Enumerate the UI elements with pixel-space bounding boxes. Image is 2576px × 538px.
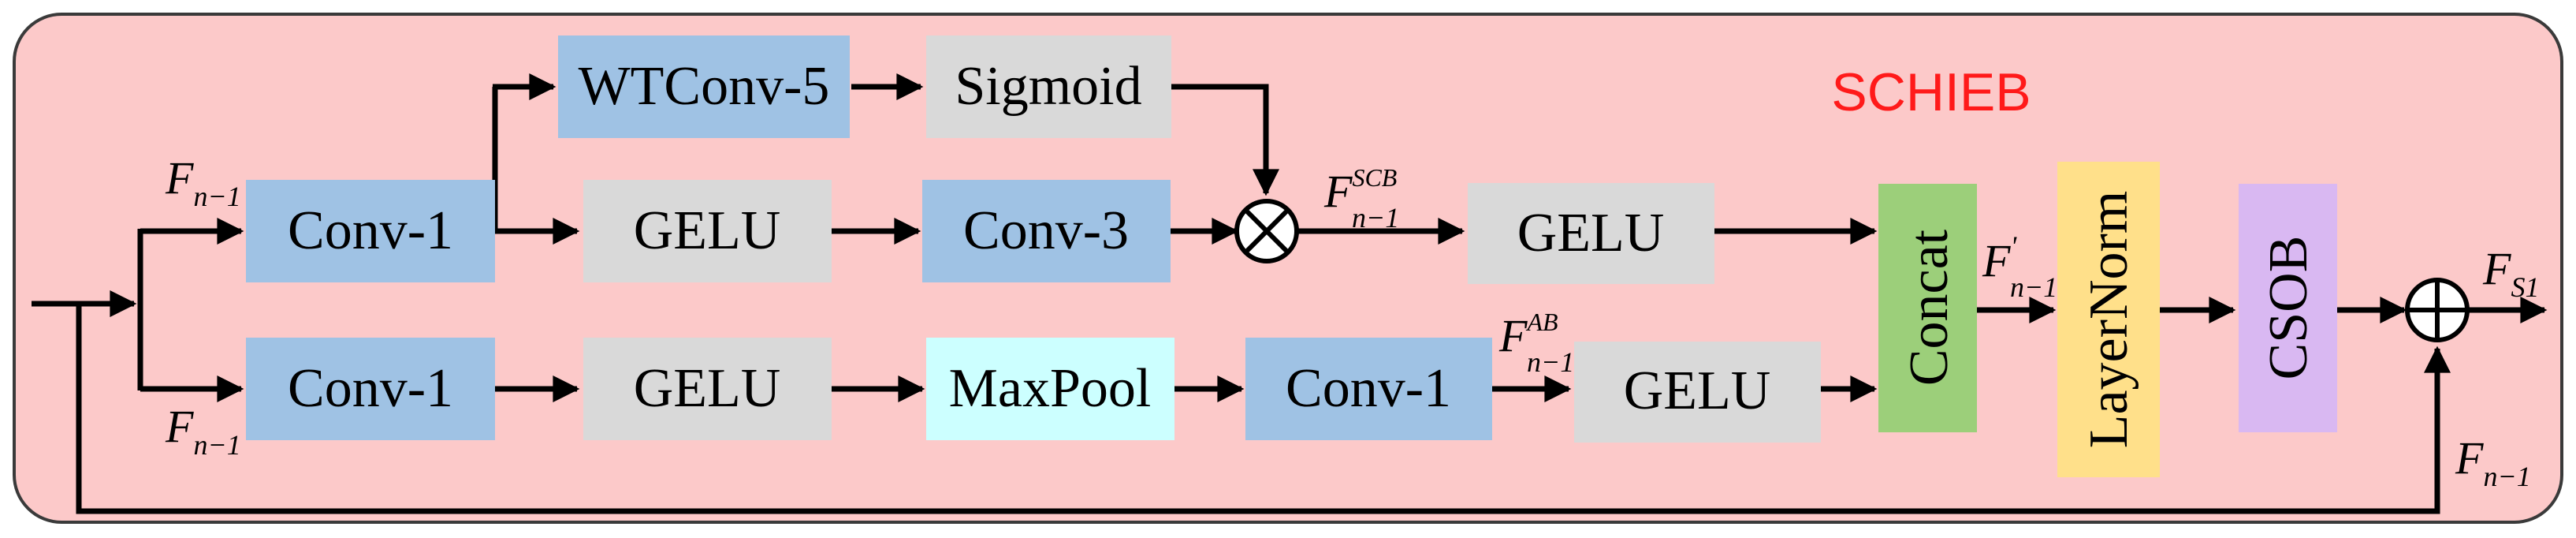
label-fs1: FS1 — [2482, 243, 2539, 303]
gelu-mid-label: GELU — [1517, 203, 1665, 263]
wire-residual — [76, 304, 2451, 514]
conv1-ab-label: Conv-1 — [1286, 358, 1451, 419]
blocks: WTConv-5 Sigmoid Conv-1 GELU Conv-3 GELU — [246, 35, 2337, 477]
conv3-label: Conv-3 — [963, 200, 1129, 261]
label-fn1-top: Fn−1 — [165, 152, 241, 212]
sigmoid-block: Sigmoid — [926, 35, 1171, 138]
csob-block: CSOB — [2239, 184, 2337, 432]
concat-block: Concat — [1878, 184, 1977, 432]
label-fn1-residual: Fn−1 — [2455, 432, 2531, 492]
gelu-top-label: GELU — [634, 200, 781, 261]
conv3-block: Conv-3 — [922, 180, 1171, 282]
concat-label: Concat — [1899, 229, 1960, 386]
conv1-ab-block: Conv-1 — [1245, 338, 1492, 440]
wtconv5-label: WTConv-5 — [579, 56, 830, 117]
conv1-bottom-label: Conv-1 — [288, 358, 453, 419]
sigmoid-label: Sigmoid — [955, 56, 1141, 117]
conv1-bottom-block: Conv-1 — [246, 338, 495, 440]
add-operator — [2405, 278, 2470, 342]
maxpool-block: MaxPool — [926, 338, 1174, 440]
layernorm-label: LayerNorm — [2079, 191, 2139, 449]
wtconv5-block: WTConv-5 — [558, 35, 850, 138]
module-title: SCHIEB — [1831, 62, 2031, 122]
csob-label: CSOB — [2258, 236, 2319, 380]
layernorm-block: LayerNorm — [2057, 162, 2160, 477]
gelu-bottom-label: GELU — [634, 358, 781, 419]
gelu-top-block: GELU — [583, 180, 832, 282]
label-fn1-bottom: Fn−1 — [165, 401, 241, 461]
label-fprime: F'n−1 — [1982, 230, 2057, 303]
wire-sigmoid-mul — [1171, 84, 1279, 196]
gelu-mid-block: GELU — [1468, 183, 1714, 284]
conv1-top-label: Conv-1 — [288, 200, 453, 261]
conv1-top-block: Conv-1 — [246, 180, 495, 282]
gelu-ab-label: GELU — [1624, 361, 1771, 421]
multiply-operator — [1234, 199, 1299, 263]
gelu-bottom-block: GELU — [583, 338, 832, 440]
gelu-ab-block: GELU — [1574, 342, 1821, 443]
maxpool-label: MaxPool — [949, 358, 1152, 419]
wires — [32, 73, 2548, 514]
